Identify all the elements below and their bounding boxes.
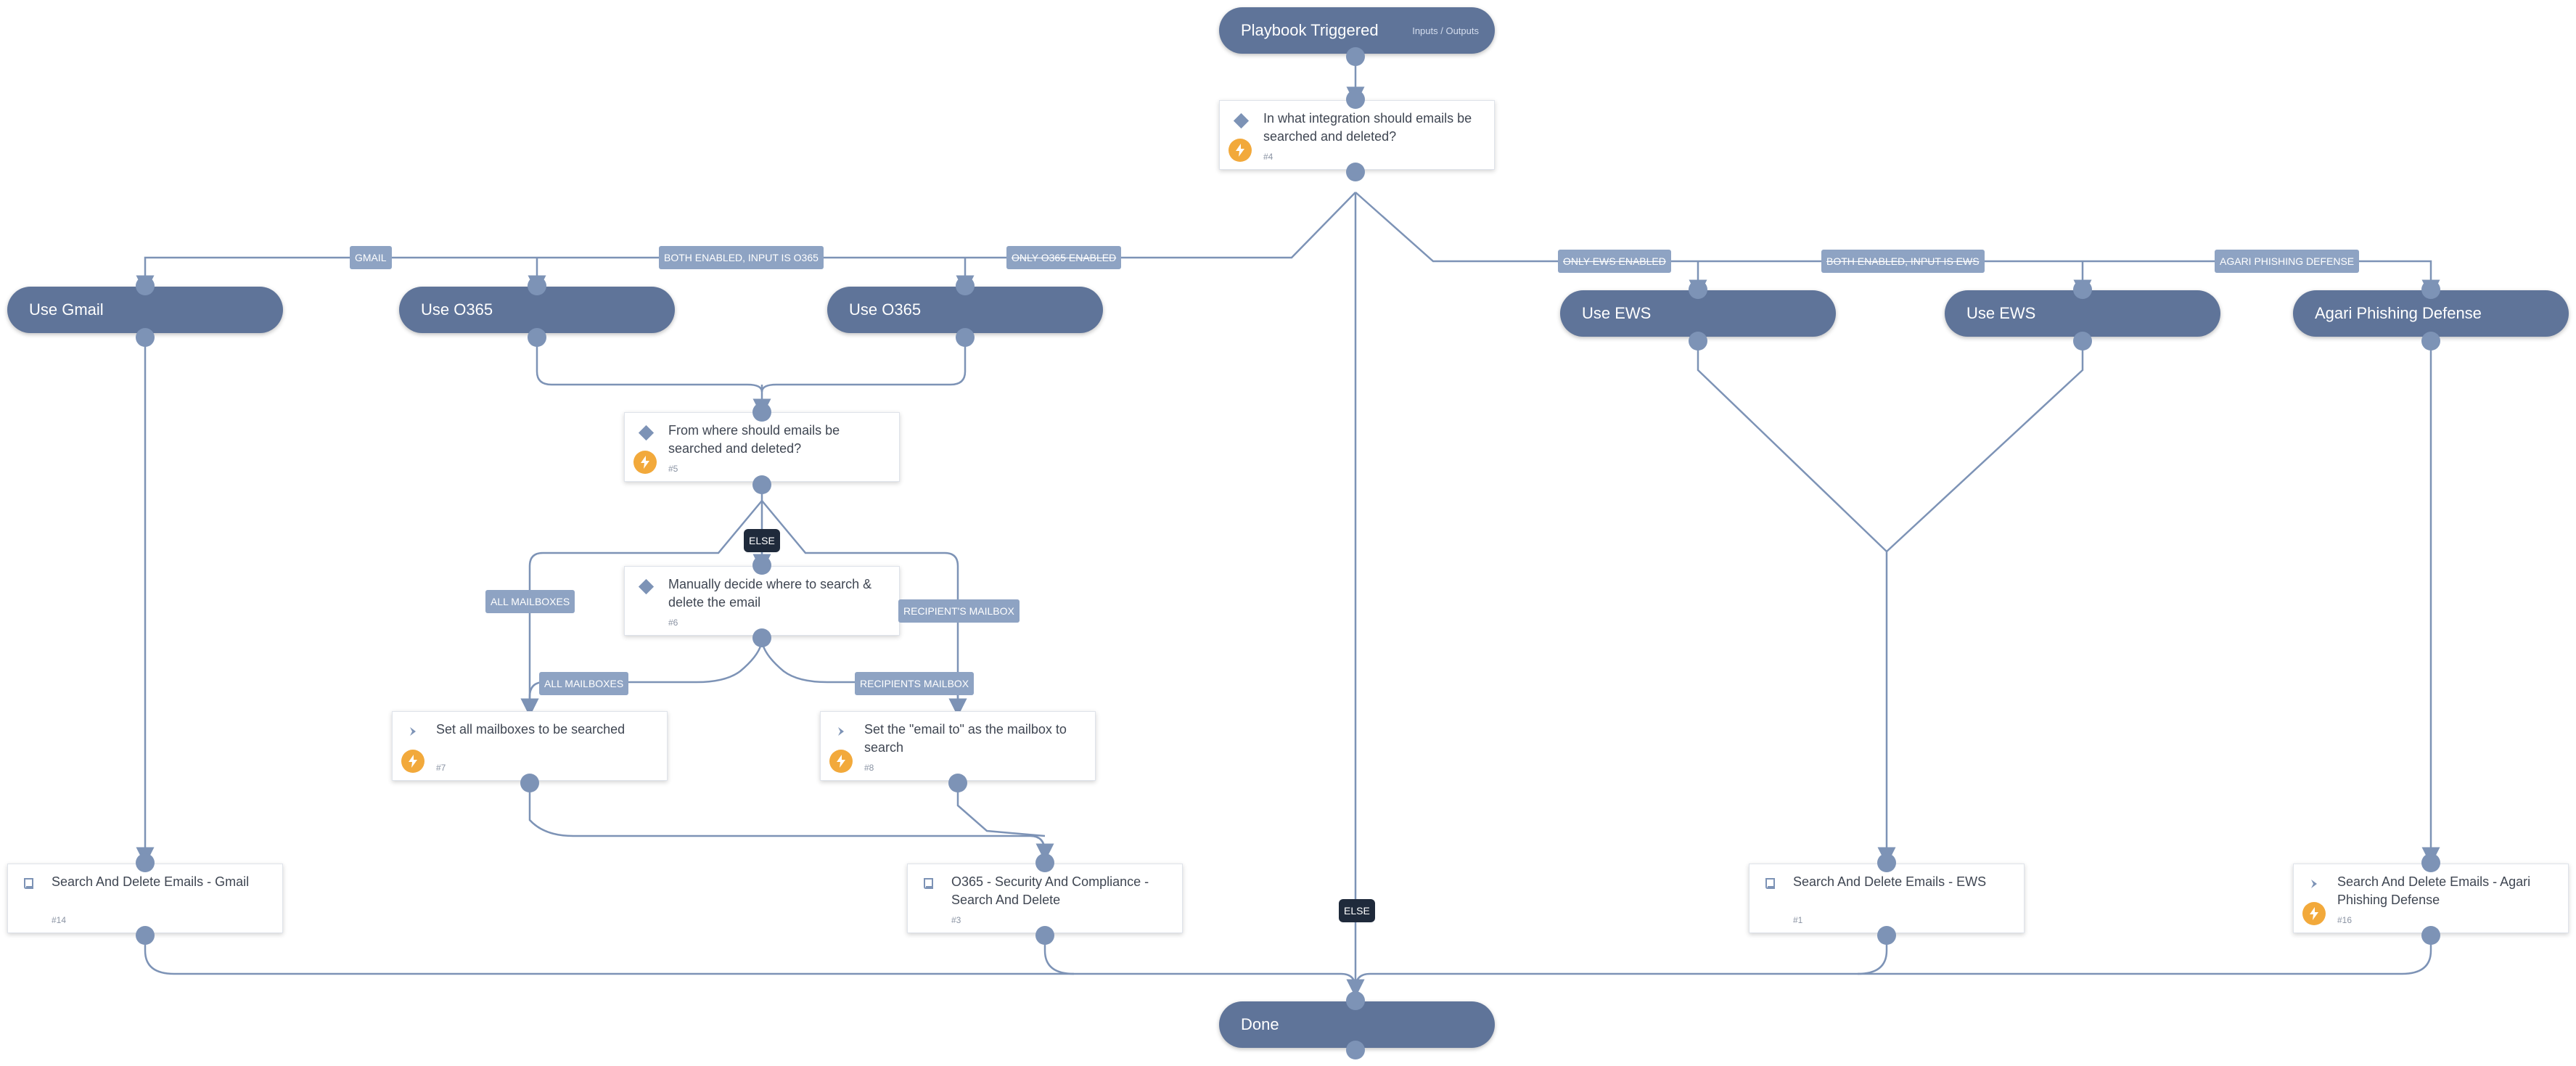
task-number: #5 bbox=[668, 464, 678, 474]
task-title: In what integration should emails be sea… bbox=[1263, 111, 1472, 144]
port[interactable] bbox=[136, 926, 155, 945]
task-5-condition[interactable]: From where should emails be searched and… bbox=[624, 412, 900, 482]
lightning-icon bbox=[1228, 139, 1252, 162]
lightning-icon bbox=[401, 750, 424, 773]
port[interactable] bbox=[948, 774, 967, 792]
port[interactable] bbox=[2421, 332, 2440, 350]
port[interactable] bbox=[1689, 280, 1707, 299]
lightning-icon bbox=[829, 750, 853, 773]
end-node-label: Done bbox=[1241, 1015, 1279, 1033]
port[interactable] bbox=[136, 853, 155, 872]
task-14-playbook[interactable]: Search And Delete Emails - Gmail #14 bbox=[7, 864, 283, 933]
edge-label-both-o365[interactable]: BOTH ENABLED, INPUT IS O365 bbox=[659, 246, 824, 269]
task-4-in-port[interactable] bbox=[1346, 90, 1365, 109]
task-number: #16 bbox=[2337, 915, 2353, 925]
edge-label-all-mailboxes-b[interactable]: ALL MAILBOXES bbox=[539, 672, 629, 695]
task-title: O365 - Security And Compliance - Search … bbox=[951, 874, 1149, 907]
chevron-right-icon bbox=[2305, 874, 2324, 893]
edge-label-gmail[interactable]: GMAIL bbox=[350, 246, 392, 269]
start-out-port[interactable] bbox=[1346, 47, 1365, 66]
book-icon bbox=[919, 874, 938, 893]
section-label: Use EWS bbox=[1966, 304, 2036, 322]
task-title: Search And Delete Emails - EWS bbox=[1793, 874, 1987, 889]
port[interactable] bbox=[1035, 853, 1054, 872]
book-icon bbox=[20, 874, 38, 893]
task-3-playbook[interactable]: O365 - Security And Compliance - Search … bbox=[907, 864, 1183, 933]
section-label: Use EWS bbox=[1582, 304, 1652, 322]
start-node-label: Playbook Triggered bbox=[1241, 21, 1379, 39]
edge-label-all-mailboxes-a[interactable]: ALL MAILBOXES bbox=[485, 590, 575, 613]
task-7-set[interactable]: Set all mailboxes to be searched #7 bbox=[392, 711, 668, 781]
task-1-playbook[interactable]: Search And Delete Emails - EWS #1 bbox=[1749, 864, 2025, 933]
port[interactable] bbox=[1877, 926, 1896, 945]
task-number: #14 bbox=[52, 915, 67, 925]
condition-icon bbox=[636, 577, 655, 596]
condition-icon bbox=[636, 423, 655, 442]
task-title: Set the "email to" as the mailbox to sea… bbox=[864, 722, 1067, 755]
port[interactable] bbox=[752, 403, 771, 422]
port[interactable] bbox=[2073, 280, 2092, 299]
port[interactable] bbox=[136, 276, 155, 295]
task-title: From where should emails be searched and… bbox=[668, 423, 840, 456]
task-title: Set all mailboxes to be searched bbox=[436, 722, 625, 737]
section-label: Use O365 bbox=[849, 300, 922, 319]
task-number: #6 bbox=[668, 618, 678, 628]
task-title: Search And Delete Emails - Agari Phishin… bbox=[2337, 874, 2531, 907]
task-8-set[interactable]: Set the "email to" as the mailbox to sea… bbox=[820, 711, 1096, 781]
port[interactable] bbox=[2421, 926, 2440, 945]
task-number: #4 bbox=[1263, 152, 1273, 162]
port[interactable] bbox=[136, 328, 155, 347]
port[interactable] bbox=[2421, 280, 2440, 299]
chevron-right-icon bbox=[832, 722, 851, 741]
start-node[interactable]: Playbook Triggered Inputs / Outputs bbox=[1219, 7, 1495, 54]
port[interactable] bbox=[528, 276, 546, 295]
task-title: Manually decide where to search & delete… bbox=[668, 577, 872, 610]
port[interactable] bbox=[1346, 991, 1365, 1010]
edge-label-recipients-mailbox-a[interactable]: RECIPIENT'S MAILBOX bbox=[898, 599, 1020, 623]
port[interactable] bbox=[752, 556, 771, 575]
port[interactable] bbox=[2073, 332, 2092, 350]
port[interactable] bbox=[1035, 926, 1054, 945]
task-number: #1 bbox=[1793, 915, 1803, 925]
task-title: Search And Delete Emails - Gmail bbox=[52, 874, 250, 889]
edge-label-only-ews[interactable]: ONLY EWS ENABLED bbox=[1558, 250, 1671, 273]
port[interactable] bbox=[752, 475, 771, 494]
port[interactable] bbox=[2421, 853, 2440, 872]
task-number: #7 bbox=[436, 763, 446, 773]
task-6-condition[interactable]: Manually decide where to search & delete… bbox=[624, 566, 900, 636]
chevron-right-icon bbox=[404, 722, 423, 741]
section-label: Use O365 bbox=[421, 300, 493, 319]
book-icon bbox=[1761, 874, 1780, 893]
task-4-condition[interactable]: In what integration should emails be sea… bbox=[1219, 100, 1495, 170]
port[interactable] bbox=[1689, 332, 1707, 350]
port[interactable] bbox=[752, 628, 771, 647]
task-16-set[interactable]: Search And Delete Emails - Agari Phishin… bbox=[2293, 864, 2569, 933]
edge-label-recipients-mailbox-b[interactable]: RECIPIENTS MAILBOX bbox=[855, 672, 975, 695]
lightning-icon bbox=[2302, 902, 2326, 925]
task-4-out-port[interactable] bbox=[1346, 163, 1365, 181]
edge-label-only-o365[interactable]: ONLY O365 ENABLED bbox=[1006, 246, 1122, 269]
port[interactable] bbox=[528, 328, 546, 347]
condition-icon bbox=[1231, 111, 1250, 130]
section-label: Use Gmail bbox=[29, 300, 104, 319]
port[interactable] bbox=[956, 276, 975, 295]
task-number: #8 bbox=[864, 763, 874, 773]
task-number: #3 bbox=[951, 915, 961, 925]
port[interactable] bbox=[1346, 1041, 1365, 1059]
lightning-icon bbox=[633, 451, 657, 474]
edge-label-both-ews[interactable]: BOTH ENABLED, INPUT IS EWS bbox=[1821, 250, 1985, 273]
port[interactable] bbox=[956, 328, 975, 347]
section-label: Agari Phishing Defense bbox=[2315, 304, 2482, 322]
port[interactable] bbox=[520, 774, 539, 792]
edge-label-else-top[interactable]: ELSE bbox=[744, 529, 780, 552]
edge-label-agari[interactable]: AGARI PHISHING DEFENSE bbox=[2215, 250, 2360, 273]
port[interactable] bbox=[1877, 853, 1896, 872]
edge-label-else-bottom[interactable]: ELSE bbox=[1339, 899, 1375, 922]
inputs-outputs-link[interactable]: Inputs / Outputs bbox=[1412, 25, 1479, 36]
